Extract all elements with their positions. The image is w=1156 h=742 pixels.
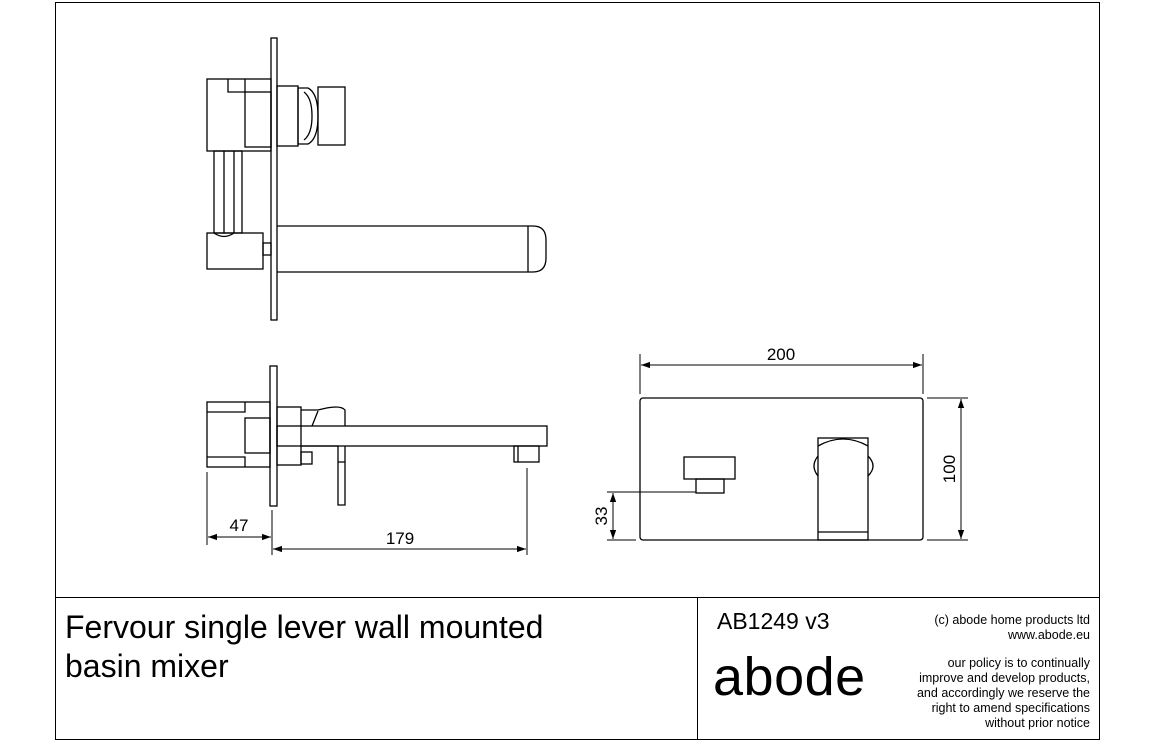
policy-line: without prior notice: [985, 716, 1090, 730]
product-code: AB1249 v3: [717, 608, 830, 634]
dim-label-width: 200: [767, 345, 795, 364]
side-view: [206, 365, 548, 507]
brand-logo: abode: [713, 647, 866, 707]
dim-label-spout-projection: 179: [386, 529, 414, 548]
product-title-line-2: basin mixer: [65, 648, 229, 684]
dim-label-wall-depth: 47: [230, 516, 249, 535]
top-view: [206, 37, 547, 321]
title-block: Fervour single lever wall mounted basin …: [55, 597, 1100, 740]
dim-label-outlet-height: 33: [592, 507, 611, 526]
policy-notice: our policy is to continually improve and…: [870, 656, 1090, 731]
product-title-line-1: Fervour single lever wall mounted: [65, 609, 544, 645]
company-info: (c) abode home products ltd www.abode.eu: [934, 613, 1090, 643]
dim-label-height: 100: [940, 455, 959, 483]
policy-line: improve and develop products,: [919, 671, 1090, 685]
policy-line: and accordingly we reserve the: [916, 686, 1090, 700]
drawing-sheet-border: [55, 2, 1100, 740]
policy-line: right to amend specifications: [931, 701, 1090, 715]
company-name: (c) abode home products ltd: [934, 613, 1090, 627]
product-title: Fervour single lever wall mounted basin …: [65, 608, 685, 686]
front-view: [639, 397, 924, 541]
policy-line: our policy is to continually: [947, 656, 1090, 670]
dimension-lines: [206, 354, 968, 555]
title-block-divider: [697, 598, 698, 740]
company-website: www.abode.eu: [1007, 628, 1090, 642]
